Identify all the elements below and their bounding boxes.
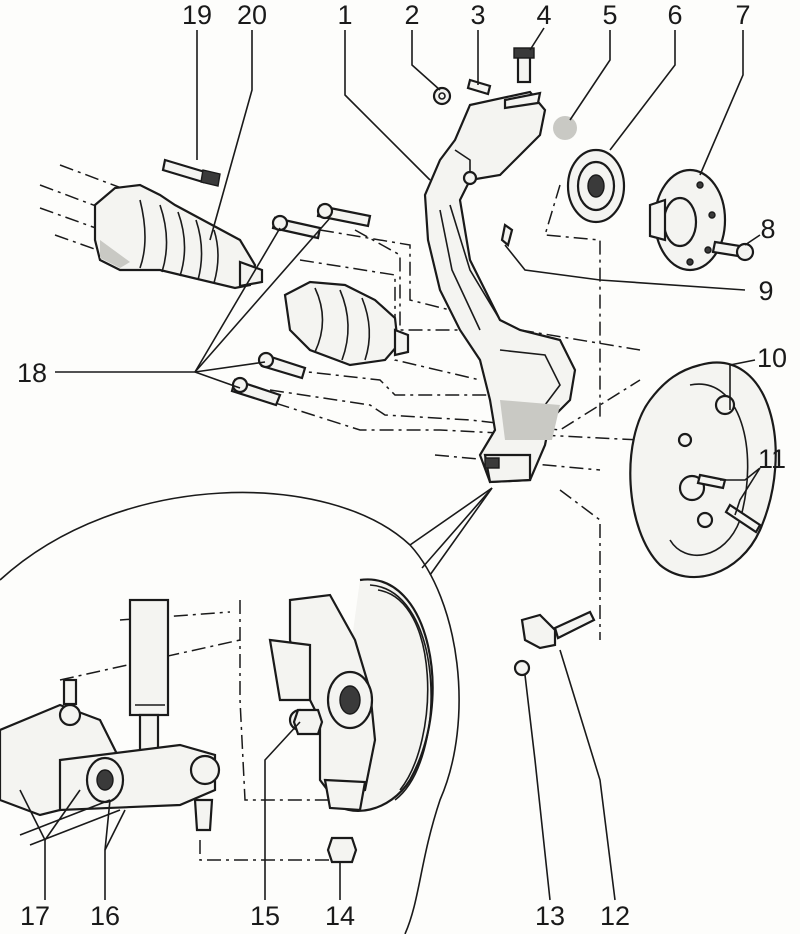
callout-18: 18 (17, 358, 47, 388)
inner-cv-joint (283, 280, 410, 367)
bolt-9 (500, 223, 514, 247)
callout-10: 10 (757, 343, 787, 373)
callout-11: 11 (758, 444, 786, 474)
callout-16: 16 (90, 901, 120, 931)
callout-12: 12 (600, 901, 630, 931)
callout-20: 20 (237, 0, 267, 30)
callout-5: 5 (602, 0, 617, 30)
nuts-14-15 (292, 708, 358, 864)
fasteners-2-3-4 (432, 47, 542, 110)
strut-ball-joint-detail (0, 598, 221, 846)
callout-4: 4 (536, 0, 551, 30)
brake-disc-detail (268, 578, 434, 812)
hub-bolt (711, 240, 755, 262)
callout-labels: 1 2 3 4 5 6 7 8 9 10 11 12 13 14 15 16 1… (17, 0, 787, 931)
callout-15: 15 (250, 901, 280, 931)
wheel-hub (648, 168, 727, 272)
wheel-bearing (553, 116, 626, 224)
callout-2: 2 (404, 0, 419, 30)
callout-3: 3 (470, 0, 485, 30)
steering-knuckle (423, 90, 577, 484)
callout-8: 8 (760, 214, 775, 244)
callout-19: 19 (182, 0, 212, 30)
bolts-18 (230, 202, 372, 407)
bolt-19 (161, 158, 221, 187)
leader-lines (19, 27, 761, 901)
callout-17: 17 (20, 901, 50, 931)
detail-inset (0, 487, 493, 934)
callout-6: 6 (667, 0, 682, 30)
callout-7: 7 (735, 0, 750, 30)
callout-1: 1 (337, 0, 352, 30)
splash-shield (629, 361, 777, 579)
callout-9: 9 (758, 276, 773, 306)
callout-14: 14 (325, 901, 355, 931)
cv-joint-boot (93, 183, 264, 290)
callout-13: 13 (535, 901, 565, 931)
abs-sensor (513, 610, 596, 677)
